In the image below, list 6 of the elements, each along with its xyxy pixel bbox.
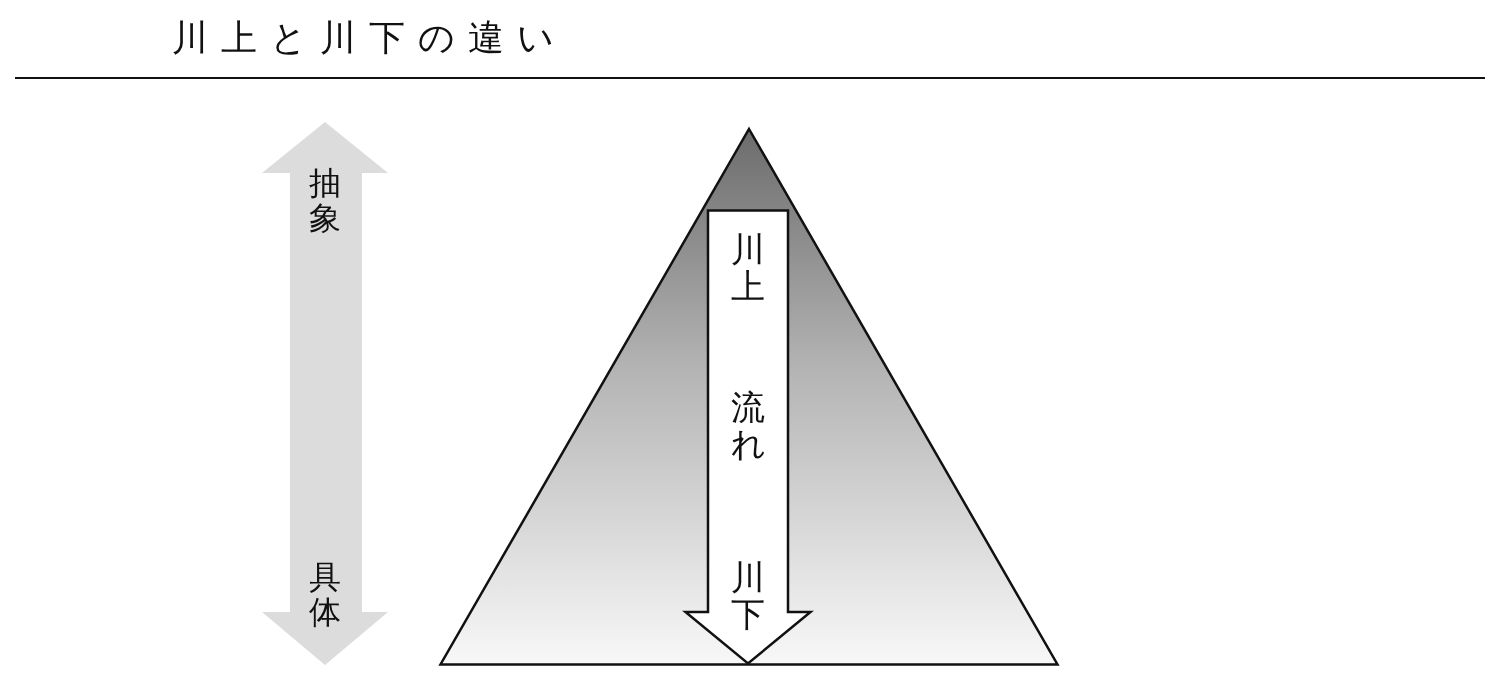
flow-label: 川上 [731,231,765,305]
scale-label: 具体 [309,560,341,630]
diagram-title: 川上と川下の違い [172,16,567,60]
flow-label: 流れ [731,389,765,463]
scale-label: 抽象 [309,166,341,236]
flow-label: 川下 [731,559,765,633]
